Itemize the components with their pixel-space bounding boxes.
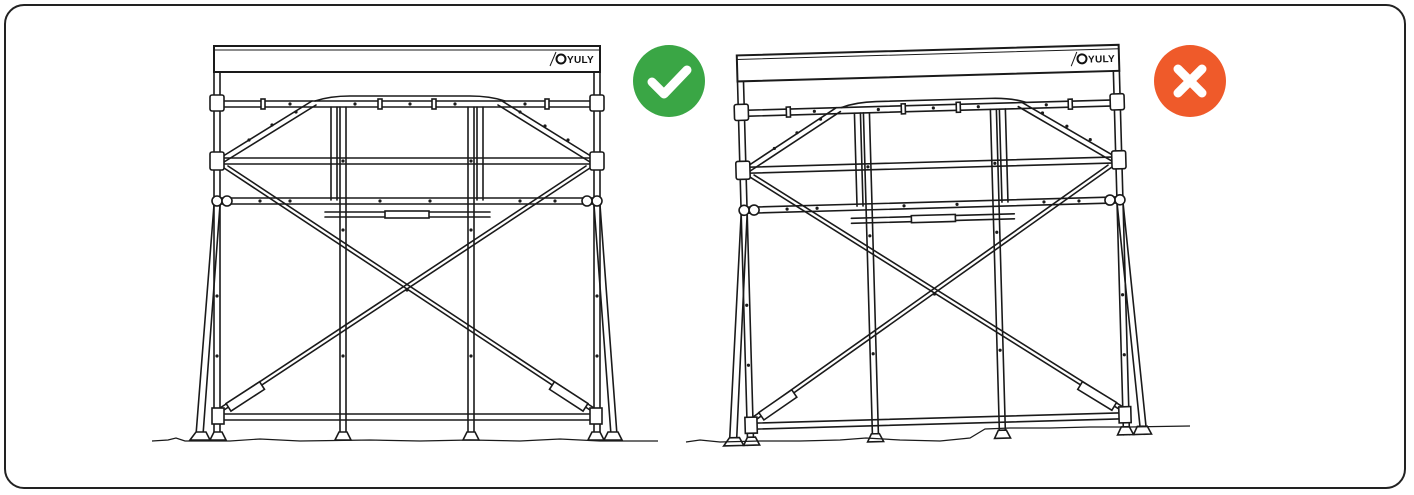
brand-logo-text-right: YULY <box>1088 54 1115 66</box>
level-goal-frame <box>188 45 624 441</box>
check-icon <box>633 45 705 117</box>
incorrect-badge <box>1154 45 1226 117</box>
brand-logo-text-left: YULY <box>567 55 594 66</box>
brand-logo-right: YULY <box>1070 51 1115 67</box>
tilted-goal-bolts <box>745 103 1126 367</box>
correct-badge <box>633 45 705 117</box>
level-goal-bolts <box>215 102 599 358</box>
cross-icon <box>1154 45 1226 117</box>
tilted-goal-frame <box>722 43 1153 447</box>
uneven-ground-line <box>685 425 1191 443</box>
level-ground-line <box>151 437 658 442</box>
brand-logo-left: YULY <box>549 51 594 67</box>
